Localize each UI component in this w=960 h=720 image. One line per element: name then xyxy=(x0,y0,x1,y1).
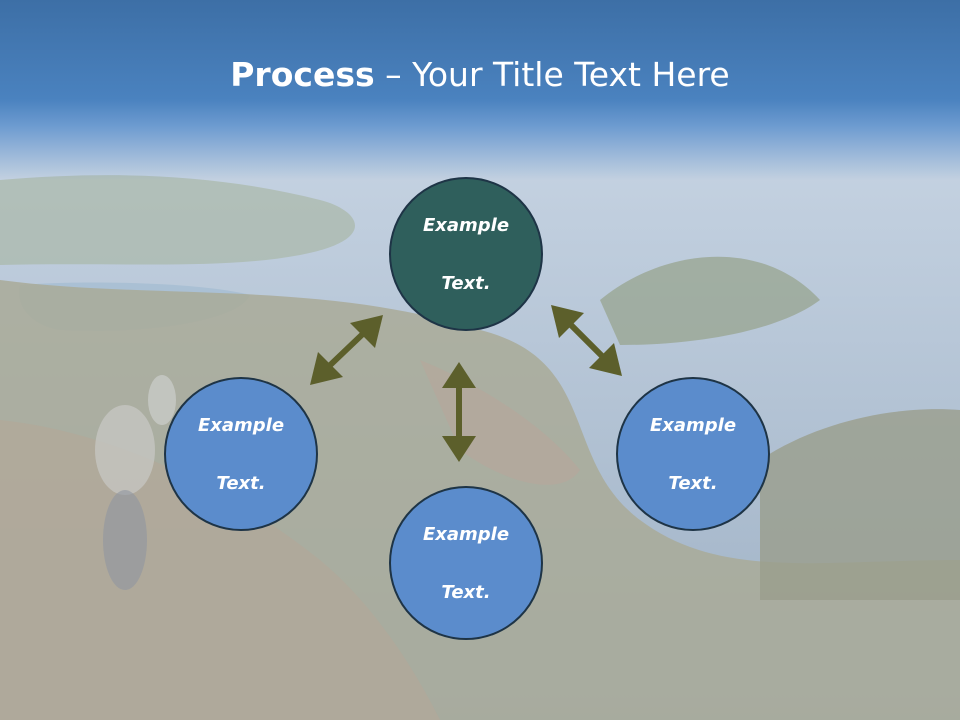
double-arrow-right xyxy=(551,305,622,376)
node-top-line2: Text. xyxy=(441,272,491,294)
title-rest: – Your Title Text Here xyxy=(374,55,730,94)
node-left-line2: Text. xyxy=(216,472,266,494)
node-right-line2: Text. xyxy=(668,472,718,494)
node-right-line1: Example xyxy=(649,414,737,436)
node-bottom-line1: Example xyxy=(422,523,510,545)
title-bold: Process xyxy=(230,55,375,94)
double-arrow-vertical xyxy=(442,362,476,462)
title-bar xyxy=(0,0,960,180)
node-bottom-line2: Text. xyxy=(441,581,491,603)
slide-title: Process – Your Title Text Here xyxy=(0,52,960,98)
double-arrow-left xyxy=(310,315,383,385)
node-left-line1: Example xyxy=(197,414,285,436)
node-top-line1: Example xyxy=(422,214,510,236)
